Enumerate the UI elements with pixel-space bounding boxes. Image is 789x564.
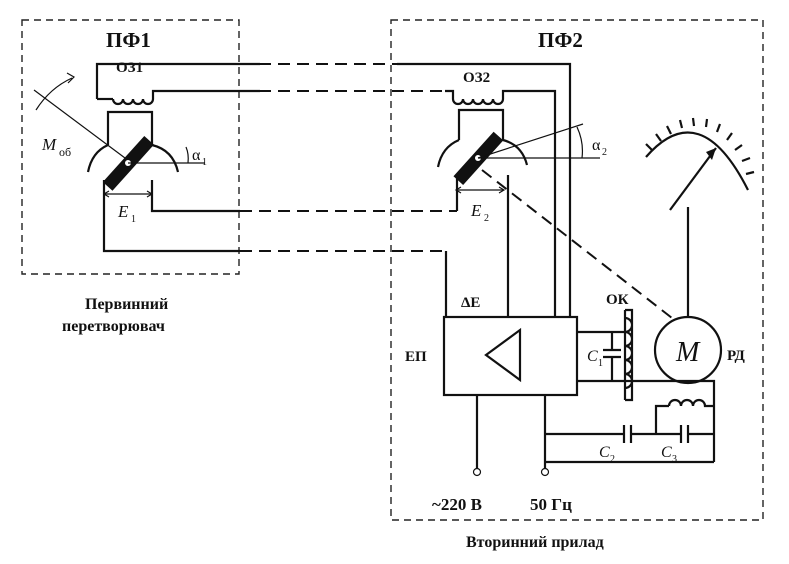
supply-frequency: 50 Гц: [530, 495, 572, 514]
core-1: [106, 110, 180, 173]
c1-label: C: [587, 348, 598, 365]
pf1-title: ПФ1: [106, 28, 151, 52]
secondary-device-frame: [390, 19, 764, 521]
terminal-right: [540, 467, 550, 477]
ok-winding: [623, 308, 634, 402]
e1-sub: 1: [131, 214, 136, 225]
amplifier-block: [442, 315, 579, 397]
indicator-scale: [645, 117, 755, 191]
motor-label: РД: [727, 348, 746, 364]
alpha2-label: α: [592, 137, 601, 154]
c1-sub: 1: [598, 358, 603, 369]
terminal-left: [472, 467, 482, 477]
delta-e-label: ΔE: [461, 295, 480, 311]
core-2: [457, 108, 529, 166]
c2-capacitor: [622, 425, 633, 443]
c2-sub: 2: [610, 454, 615, 465]
secondary-caption: Вторинний прилад: [466, 534, 604, 551]
amplifier-label: ЕП: [405, 349, 427, 365]
e2-label: E: [470, 201, 482, 220]
connection-lines: [240, 63, 457, 252]
ok-label: ОК: [606, 292, 629, 308]
oz2-label: ОЗ2: [463, 70, 490, 86]
lc-winding: [667, 398, 714, 408]
oz1-winding: [95, 62, 260, 106]
c1-capacitor: [603, 332, 621, 381]
amplifier-triangle: [484, 327, 522, 383]
indicator-pointer: [669, 147, 717, 211]
pf2-title: ПФ2: [538, 28, 583, 52]
alpha1-label: α: [192, 147, 201, 164]
supply-voltage: ~220 В: [432, 495, 482, 514]
e1-label: E: [117, 202, 129, 221]
torque-sub: об: [59, 145, 71, 159]
e2-sub: 2: [484, 213, 489, 224]
c3-capacitor: [679, 425, 690, 443]
oz2-winding: [397, 62, 572, 317]
primary-caption-line1: Первинний: [85, 296, 168, 313]
torque-arc-1: [35, 77, 73, 111]
c3-sub: 3: [672, 454, 677, 465]
mechanical-link: [481, 169, 673, 319]
primary-caption-line2: перетворювач: [62, 318, 165, 335]
alpha1-sub: 1: [202, 157, 207, 168]
alpha2-sub: 2: [602, 147, 607, 158]
primary-transducer-frame: [21, 19, 240, 275]
c2-label: C: [599, 444, 610, 461]
oz1-label: ОЗ1: [116, 60, 143, 76]
motor-symbol: M: [675, 337, 701, 368]
c3-label: C: [661, 444, 672, 461]
torque-label: М: [41, 135, 57, 154]
